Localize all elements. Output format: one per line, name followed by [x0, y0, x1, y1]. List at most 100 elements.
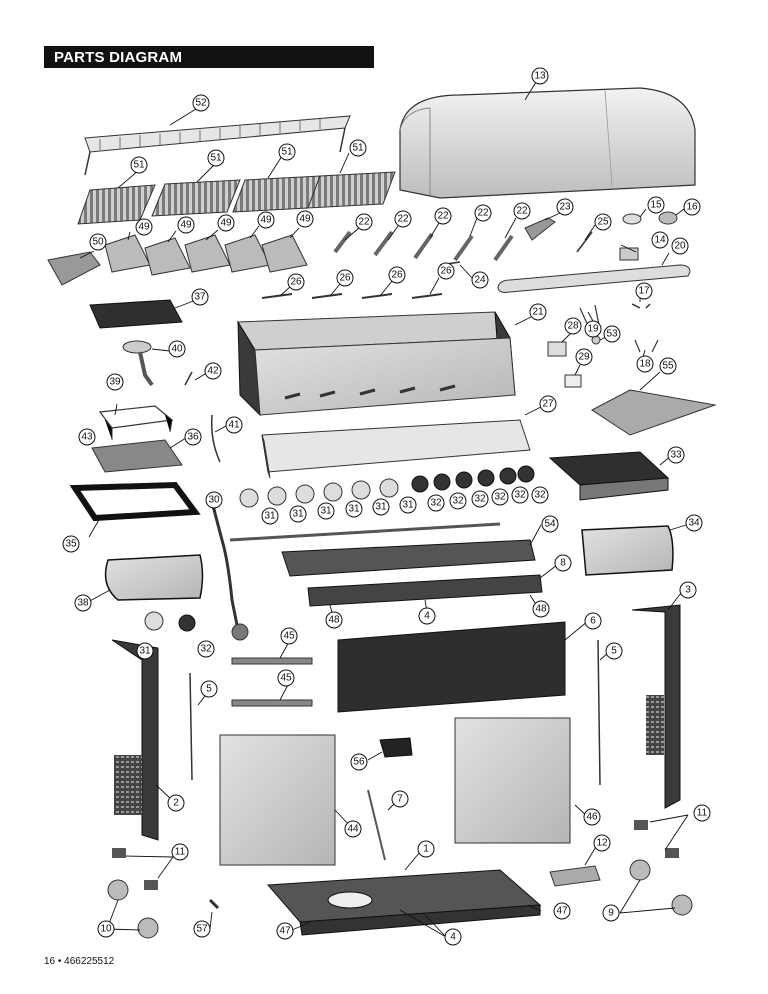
callout-6: 6	[584, 612, 602, 630]
callout-48: 48	[325, 611, 343, 629]
callout-10: 10	[97, 920, 115, 938]
callout-27: 27	[539, 395, 557, 413]
svg-text:34: 34	[688, 518, 700, 529]
callout-29: 29	[575, 348, 593, 366]
svg-text:23: 23	[559, 202, 571, 213]
svg-text:32: 32	[200, 644, 212, 655]
svg-text:3: 3	[685, 585, 691, 596]
callout-16: 16	[683, 198, 701, 216]
svg-text:15: 15	[650, 200, 662, 211]
svg-text:27: 27	[542, 399, 554, 410]
warming-rack	[84, 115, 351, 176]
ignition-parts	[547, 303, 659, 388]
callout-38: 38	[74, 594, 92, 612]
svg-text:51: 51	[281, 147, 293, 158]
svg-text:42: 42	[207, 366, 219, 377]
cooking-grates	[77, 171, 396, 225]
svg-text:50: 50	[92, 237, 104, 248]
callout-19: 19	[584, 320, 602, 338]
side-knob-bezel	[144, 611, 164, 631]
svg-text:36: 36	[187, 432, 199, 443]
callout-45: 45	[277, 669, 295, 687]
callout-40: 40	[168, 340, 186, 358]
clip-right-2	[665, 848, 679, 858]
drain-tube	[367, 789, 386, 861]
callout-48: 48	[532, 600, 550, 618]
svg-text:5: 5	[206, 684, 212, 695]
callout-47: 47	[276, 922, 294, 940]
svg-text:49: 49	[220, 218, 232, 229]
svg-text:2: 2	[173, 798, 179, 809]
svg-text:46: 46	[586, 812, 598, 823]
gas-manifold	[210, 501, 240, 631]
side-burner-grate	[98, 405, 174, 440]
callout-22: 22	[355, 213, 373, 231]
svg-text:22: 22	[358, 217, 370, 228]
left-door	[219, 734, 336, 866]
small-bolt	[208, 898, 220, 910]
svg-text:11: 11	[697, 808, 708, 819]
header-bar	[44, 46, 374, 68]
callout-31: 31	[289, 505, 307, 523]
burner-brackets	[261, 293, 443, 299]
svg-text:31: 31	[139, 646, 151, 657]
callout-36: 36	[184, 428, 202, 446]
svg-text:32: 32	[494, 492, 506, 503]
callout-labels: 52 13 51 51 51 51 15 16 22 22 22 22 22 2…	[62, 67, 711, 946]
clip-right-1	[634, 820, 648, 830]
svg-text:48: 48	[328, 615, 340, 626]
callout-51: 51	[130, 156, 148, 174]
svg-text:31: 31	[264, 511, 276, 522]
callout-26: 26	[336, 269, 354, 287]
callout-13: 13	[531, 67, 549, 85]
svg-text:18: 18	[639, 359, 651, 370]
svg-text:48: 48	[535, 604, 547, 615]
flame-tamer-bars	[333, 230, 514, 266]
front-rail	[307, 574, 543, 607]
back-panel	[337, 621, 566, 713]
svg-text:12: 12	[596, 838, 608, 849]
callout-32: 32	[427, 494, 445, 512]
leader-lines	[79, 81, 689, 938]
svg-text:8: 8	[560, 558, 566, 569]
callout-17: 17	[635, 282, 653, 300]
svg-text:57: 57	[196, 924, 208, 935]
svg-text:22: 22	[437, 211, 449, 222]
callout-56: 56	[350, 753, 368, 771]
svg-text:25: 25	[597, 217, 609, 228]
axle-rail-bottom	[231, 699, 313, 707]
callout-1: 1	[417, 840, 435, 858]
svg-text:55: 55	[662, 361, 674, 372]
tank-bracket	[549, 865, 601, 887]
callout-32: 32	[511, 486, 529, 504]
callout-21: 21	[529, 303, 547, 321]
right-side-frame	[631, 604, 681, 809]
svg-text:26: 26	[290, 277, 302, 288]
svg-text:19: 19	[587, 324, 599, 335]
svg-text:49: 49	[260, 215, 272, 226]
callout-32: 32	[197, 640, 215, 658]
svg-text:49: 49	[299, 214, 311, 225]
svg-text:13: 13	[534, 71, 546, 82]
callout-22: 22	[434, 207, 452, 225]
axle-rail-top	[231, 657, 313, 665]
svg-text:45: 45	[283, 631, 295, 642]
svg-text:22: 22	[516, 206, 528, 217]
control-panel	[261, 419, 531, 479]
grease-tray	[281, 539, 536, 577]
callout-31: 31	[261, 507, 279, 525]
callout-51: 51	[278, 143, 296, 161]
firebox	[237, 311, 516, 417]
svg-text:26: 26	[339, 273, 351, 284]
svg-text:1: 1	[423, 844, 429, 855]
casters	[107, 859, 693, 939]
svg-text:4: 4	[424, 611, 430, 622]
callout-31: 31	[345, 500, 363, 518]
clip-left-1	[112, 848, 126, 858]
svg-text:6: 6	[590, 616, 596, 627]
callout-37: 37	[191, 288, 209, 306]
svg-text:37: 37	[194, 292, 206, 303]
side-knob	[178, 614, 196, 632]
callout-5: 5	[200, 680, 218, 698]
callout-31: 31	[136, 642, 154, 660]
